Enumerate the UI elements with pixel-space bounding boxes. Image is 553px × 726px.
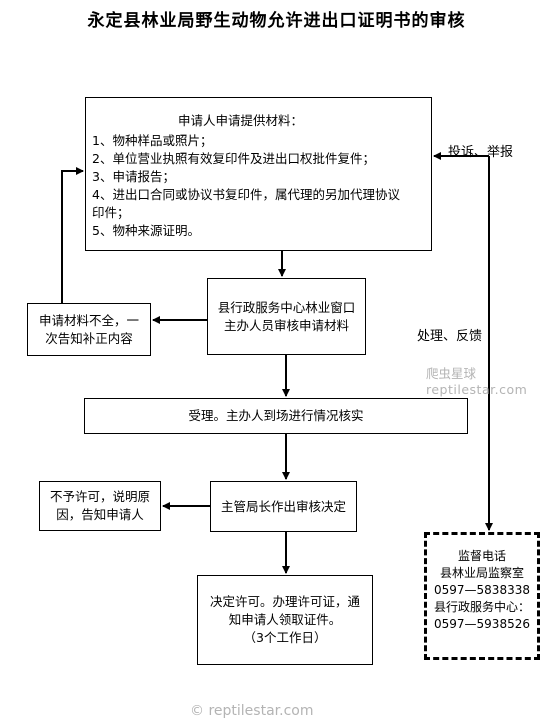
director-text: 主管局长作出审核决定 <box>220 498 346 514</box>
acceptance-box: 受理。主办人到场进行情况核实 <box>84 398 468 434</box>
supervision-phone: 0597—5838338 <box>434 583 530 597</box>
application-item: 3、申请报告； <box>92 169 175 184</box>
acceptance-text: 受理。主办人到场进行情况核实 <box>188 408 364 423</box>
permit-line: 决定许可。办理许可证，通 <box>209 594 360 609</box>
incomplete-line: 次告知补正内容 <box>45 330 133 346</box>
review-line: 主办人员审核申请材料 <box>223 317 349 333</box>
application-item: 1、物种样品或照片； <box>92 133 213 148</box>
arrow-incomplete-to-apply <box>61 167 84 303</box>
application-item: 5、物种来源证明。 <box>92 223 200 238</box>
application-item: 4、进出口合同或协议书复印件，属代理的另加代理协议 <box>92 187 400 202</box>
supervision-hotline-box: 监督电话 县林业局监察室 0597—5838338 县行政服务中心： 0597—… <box>424 532 540 660</box>
watermark-en: reptilestar.com <box>426 382 528 397</box>
review-line: 县行政服务中心林业窗口 <box>217 299 356 315</box>
supervision-line: 监督电话 <box>457 549 506 563</box>
incomplete-materials-box: 申请材料不全，一 次告知补正内容 <box>27 303 151 356</box>
supervision-phone: 0597—5938526 <box>434 617 530 631</box>
application-item: 2、单位营业执照有效复印件及进出口权批件复件； <box>92 151 375 166</box>
application-materials-box: 申请人申请提供材料： 1、物种样品或照片； 2、单位营业执照有效复印件及进出口权… <box>85 97 432 251</box>
application-heading: 申请人申请提供材料： <box>178 113 304 128</box>
window-review-box: 县行政服务中心林业窗口 主办人员审核申请材料 <box>207 278 366 355</box>
deny-line: 因，告知申请人 <box>56 507 144 522</box>
director-decision-box: 主管局长作出审核决定 <box>210 481 357 532</box>
feedback-label: 处理、反馈 <box>417 329 483 344</box>
incomplete-line: 申请材料不全，一 <box>38 312 139 328</box>
complaint-label: 投诉、举报 <box>448 145 514 160</box>
permit-line: （3个工作日） <box>243 630 327 645</box>
deny-line: 不予许可，说明原 <box>49 489 150 504</box>
watermark-bottom: © reptilestar.com <box>190 703 314 719</box>
permit-granted-box: 决定许可。办理许可证，通 知申请人领取证件。 （3个工作日） <box>197 575 373 665</box>
watermark-cn: 爬虫星球 <box>426 366 477 381</box>
application-item: 印件； <box>92 205 130 220</box>
permit-line: 知申请人领取证件。 <box>228 612 342 627</box>
supervision-line: 县行政服务中心： <box>433 600 530 614</box>
supervision-line: 县林业局监察室 <box>439 566 524 580</box>
denial-box: 不予许可，说明原 因，告知申请人 <box>39 481 161 531</box>
page-title: 永定县林业局野生动物允许进出口证明书的审核 <box>87 11 466 31</box>
